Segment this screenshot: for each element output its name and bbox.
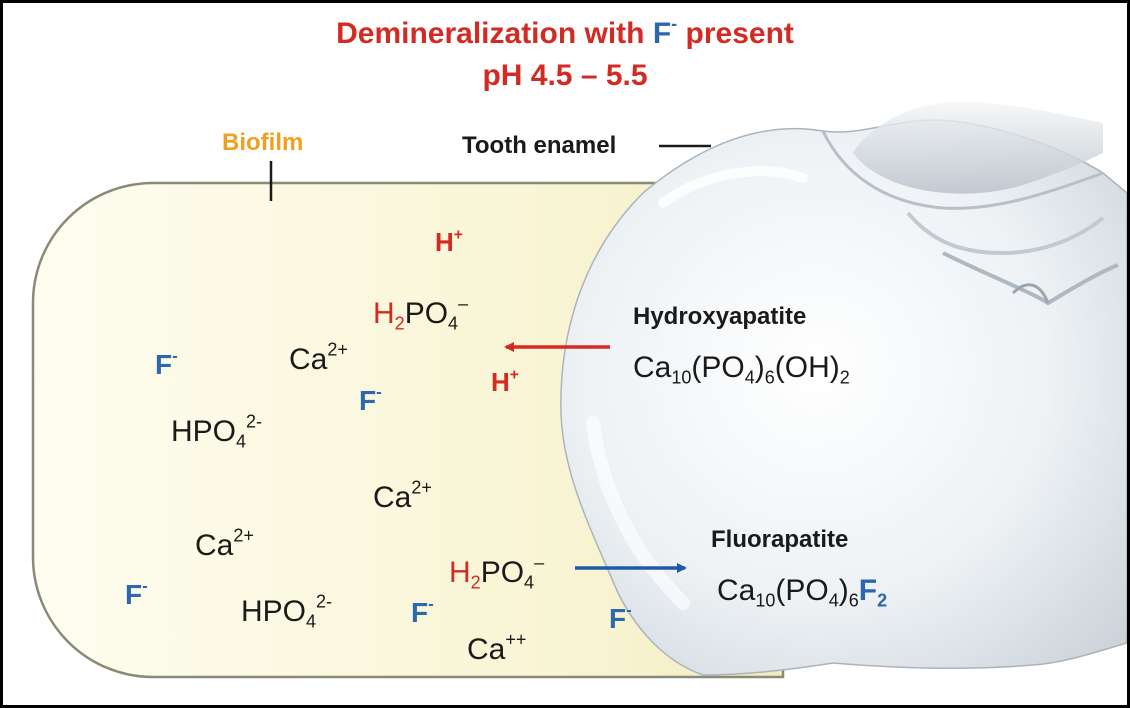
title-line-2: pH 4.5 – 5.5 [482,59,648,92]
ion-calcium: Ca++ [467,629,527,666]
diagram-art [31,102,1127,679]
tooth-illustration [560,102,1127,676]
tooth-enamel-label: Tooth enamel [462,132,617,159]
ion-fluoride: F- [125,576,148,610]
ion-h-plus: H+ [491,366,519,397]
ion-fluoride: F- [609,600,632,634]
ion-calcium: Ca2+ [289,339,348,376]
hydroxyapatite-label: Hydroxyapatite [633,303,807,330]
title-fluoride-symbol: F [652,17,672,50]
ion-dihydrogen-phosphate: H2PO4– [373,293,469,334]
ion-fluoride: F- [411,594,434,628]
fluorapatite-formula: Ca10(PO4)6F2 [717,574,888,611]
ion-hydrogen-phosphate: HPO42- [241,591,333,632]
ion-calcium: Ca2+ [195,525,254,562]
ion-hydrogen-phosphate: HPO42- [171,411,263,452]
ion-dihydrogen-phosphate: H2PO4– [449,552,545,593]
ion-h-plus: H+ [435,226,463,257]
hydroxyapatite-formula: Ca10(PO4)6(OH)2 [633,351,850,388]
title-line-1: Demineralization with F- present [336,13,794,50]
fluorapatite-label: Fluorapatite [711,526,849,553]
ion-calcium: Ca2+ [373,477,432,514]
ion-fluoride: F- [155,346,178,380]
biofilm-label: Biofilm [222,129,304,156]
ion-fluoride: F- [359,382,382,416]
